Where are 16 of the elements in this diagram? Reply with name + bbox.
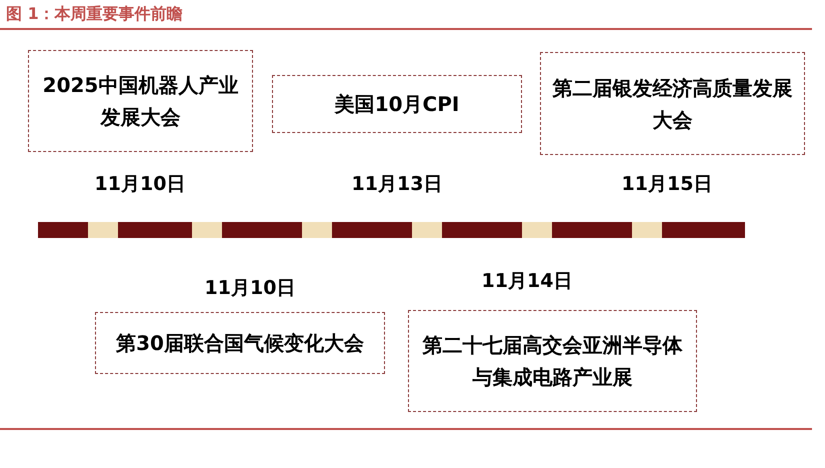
- event-title: 2025中国机器人产业发展大会: [42, 72, 240, 131]
- event-title: 第30届联合国气候变化大会: [116, 330, 364, 357]
- event-box: [408, 310, 697, 412]
- event-box: [540, 52, 805, 155]
- date-label: 11月10日: [94, 172, 186, 197]
- date-label: 11月10日: [204, 276, 296, 301]
- date-label: 11月13日: [352, 172, 442, 197]
- event-box: [28, 50, 253, 152]
- event-title: 第二十七届高交会亚洲半导体与集成电路产业展: [422, 332, 684, 391]
- date-label: 11月15日: [622, 172, 712, 197]
- event-title: 第二届银发经济高质量发展大会: [552, 74, 794, 134]
- figure-title: 图 1：本周重要事件前瞻: [6, 4, 183, 25]
- event-box: [95, 312, 385, 374]
- date-label: 11月14日: [482, 269, 572, 294]
- event-box: [272, 75, 522, 133]
- event-title: 美国10月CPI: [334, 91, 460, 118]
